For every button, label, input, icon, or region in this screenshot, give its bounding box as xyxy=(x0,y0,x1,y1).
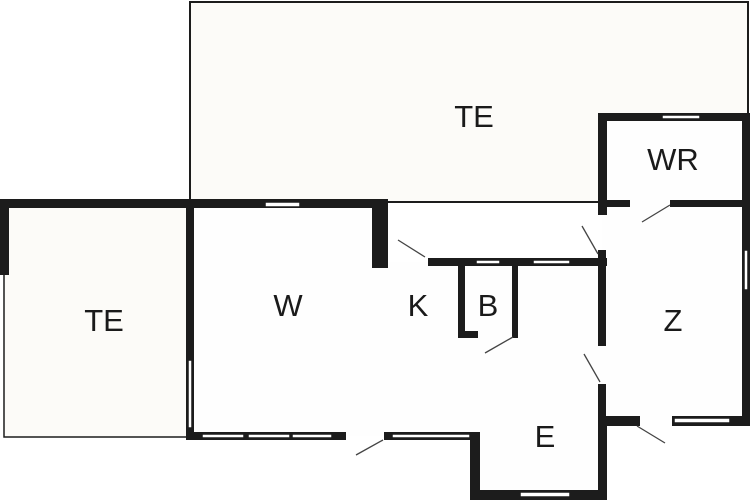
terrace-left-area xyxy=(3,203,191,438)
door-swings xyxy=(355,204,671,456)
room-label-w: W xyxy=(273,288,303,323)
room-label-b: B xyxy=(478,288,499,323)
room-labels: TE WR TE W K B Z E xyxy=(84,99,699,454)
room-label-terrace-left: TE xyxy=(84,303,124,338)
room-label-z: Z xyxy=(664,303,683,338)
windows xyxy=(187,114,749,498)
room-label-e: E xyxy=(535,419,556,454)
room-label-k: K xyxy=(408,288,429,323)
room-label-terrace-top: TE xyxy=(454,99,494,134)
room-label-wr: WR xyxy=(647,142,699,177)
